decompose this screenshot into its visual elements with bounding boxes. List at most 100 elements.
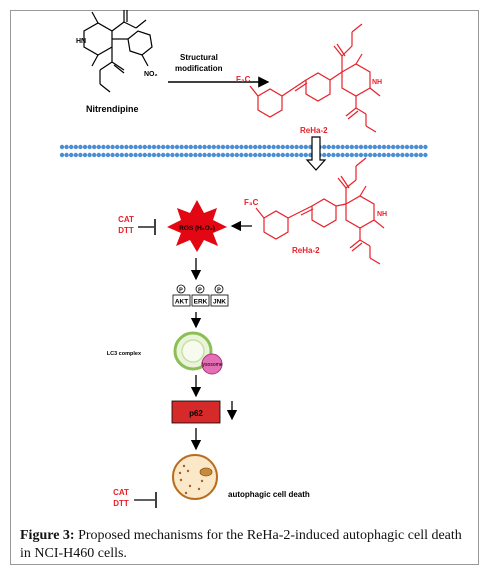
lipid-head [92, 144, 97, 150]
lipid-head [276, 152, 281, 158]
lipid-head [276, 144, 281, 150]
cat-label-2: CAT [113, 488, 129, 497]
lipid-head [188, 152, 193, 158]
lipid-head [299, 144, 304, 150]
lipid-head [414, 152, 419, 158]
lipid-head [105, 152, 111, 158]
lipid-head [96, 144, 102, 150]
nitro-label: NO₂ [144, 71, 158, 78]
lipid-head [372, 144, 377, 150]
lipid-head [133, 152, 138, 158]
lipid-head [64, 144, 69, 150]
lipid-head [105, 144, 111, 150]
lipid-head [404, 144, 410, 150]
lipid-head [161, 152, 166, 158]
lipid-head [73, 144, 79, 150]
dying-cell [172, 454, 218, 500]
lipid-head [391, 152, 396, 158]
lipid-head [395, 144, 400, 150]
lipid-head [372, 152, 377, 158]
lipid-head [335, 144, 341, 150]
lipid-head [266, 144, 272, 150]
lipid-head [423, 152, 428, 158]
kinase-label: ERK [194, 299, 208, 306]
lipid-head [294, 144, 299, 150]
dtt-label-2: DTT [113, 499, 129, 508]
lipid-head [271, 152, 276, 158]
lipid-head [174, 152, 180, 158]
nitrophenyl-ring [127, 30, 153, 56]
nitrendipine-nh-label: HN [76, 38, 86, 45]
reha2-nh-top: NH [372, 79, 382, 86]
lipid-head [418, 144, 423, 150]
lipid-head [239, 152, 244, 158]
lipid-head [165, 152, 170, 158]
reha2-membrane-label: ReHa-2 [300, 126, 328, 135]
kinase-box [172, 294, 191, 307]
lipid-head [381, 144, 387, 150]
lipid-head [345, 144, 350, 150]
lipid-head [170, 152, 175, 158]
debris-dot [200, 479, 204, 483]
lysosome-label: lysosome [201, 362, 222, 368]
lipid-head [156, 144, 161, 150]
lipid-head [322, 144, 327, 150]
lipid-head [335, 152, 341, 158]
lipid-head [331, 144, 336, 150]
lipid-head [225, 152, 230, 158]
debris-dot [186, 469, 190, 473]
lipid-head [322, 152, 327, 158]
lipid-head [115, 152, 120, 158]
lipid-head [239, 144, 244, 150]
lipid-head [78, 152, 83, 158]
lipid-head [414, 144, 419, 150]
lipid-head [248, 144, 253, 150]
lipid-head [345, 152, 350, 158]
cf3-label-top: F₃C [236, 75, 251, 84]
phospho-label: P [198, 288, 202, 294]
lipid-head [409, 152, 414, 158]
lipid-head [211, 152, 216, 158]
lipid-head [358, 152, 364, 158]
lipid-head [207, 152, 212, 158]
lipid-head [368, 152, 373, 158]
lipid-head [253, 144, 258, 150]
lipid-head [230, 152, 235, 158]
lipid-head [184, 152, 189, 158]
p62-label: p62 [189, 409, 203, 418]
lipid-head [211, 144, 216, 150]
cell-membrane [59, 144, 428, 158]
lipid-head [151, 144, 157, 150]
lipid-head [285, 144, 290, 150]
lipid-head [363, 152, 368, 158]
lipid-head [87, 152, 92, 158]
autophagosome-core [181, 339, 205, 363]
lipid-head [124, 152, 129, 158]
debris-dot [197, 487, 201, 491]
lipid-head [119, 144, 125, 150]
lipid-head [354, 144, 359, 150]
lipid-head [92, 152, 97, 158]
lipid-head [400, 144, 405, 150]
phospho-badge [176, 284, 186, 294]
stilbene-phenyl-ring-top [305, 72, 331, 102]
debris-dot [179, 478, 183, 482]
lipid-head [179, 152, 184, 158]
lipid-head [216, 144, 221, 150]
lipid-head [289, 144, 295, 150]
lipid-head [184, 144, 189, 150]
modification-label-2: modification [175, 64, 223, 73]
lipid-head [326, 144, 331, 150]
lipid-head [253, 152, 258, 158]
lipid-head [197, 152, 203, 158]
lipid-head [161, 144, 166, 150]
kinase-box [210, 294, 229, 307]
lipid-head [363, 144, 368, 150]
debris-dot [188, 484, 192, 488]
lipid-head [400, 152, 405, 158]
lipid-head [331, 152, 336, 158]
lipid-head [266, 152, 272, 158]
lipid-head [234, 152, 239, 158]
lipid-head [128, 144, 134, 150]
